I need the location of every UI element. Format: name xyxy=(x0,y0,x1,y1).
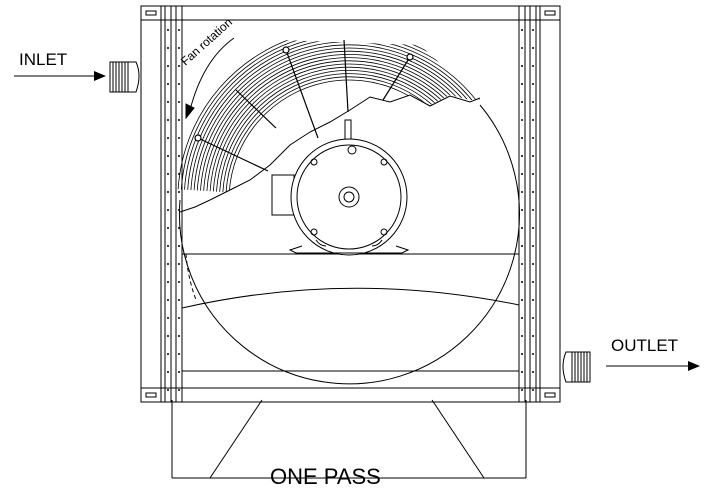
inner-chamber xyxy=(181,253,520,372)
housing xyxy=(140,5,561,403)
diagram-title: ONE PASS xyxy=(270,464,381,489)
outlet-nozzle xyxy=(562,351,591,383)
fan-spokes xyxy=(194,39,414,172)
fan-circle xyxy=(178,104,520,385)
fan-blade-edge xyxy=(179,94,481,213)
outlet-label: OUTLET xyxy=(611,336,679,355)
outlet-arrow-icon xyxy=(606,361,700,371)
left-rail xyxy=(160,6,183,402)
left-rail-rivets xyxy=(167,29,180,391)
rotation-arrow xyxy=(185,37,235,120)
support-stand xyxy=(171,399,527,479)
inlet-arrow-icon xyxy=(14,71,106,81)
inlet-nozzle xyxy=(109,61,140,93)
fan-motor xyxy=(271,119,410,256)
inlet-label: INLET xyxy=(19,50,68,69)
right-rail-rivets xyxy=(521,29,534,391)
